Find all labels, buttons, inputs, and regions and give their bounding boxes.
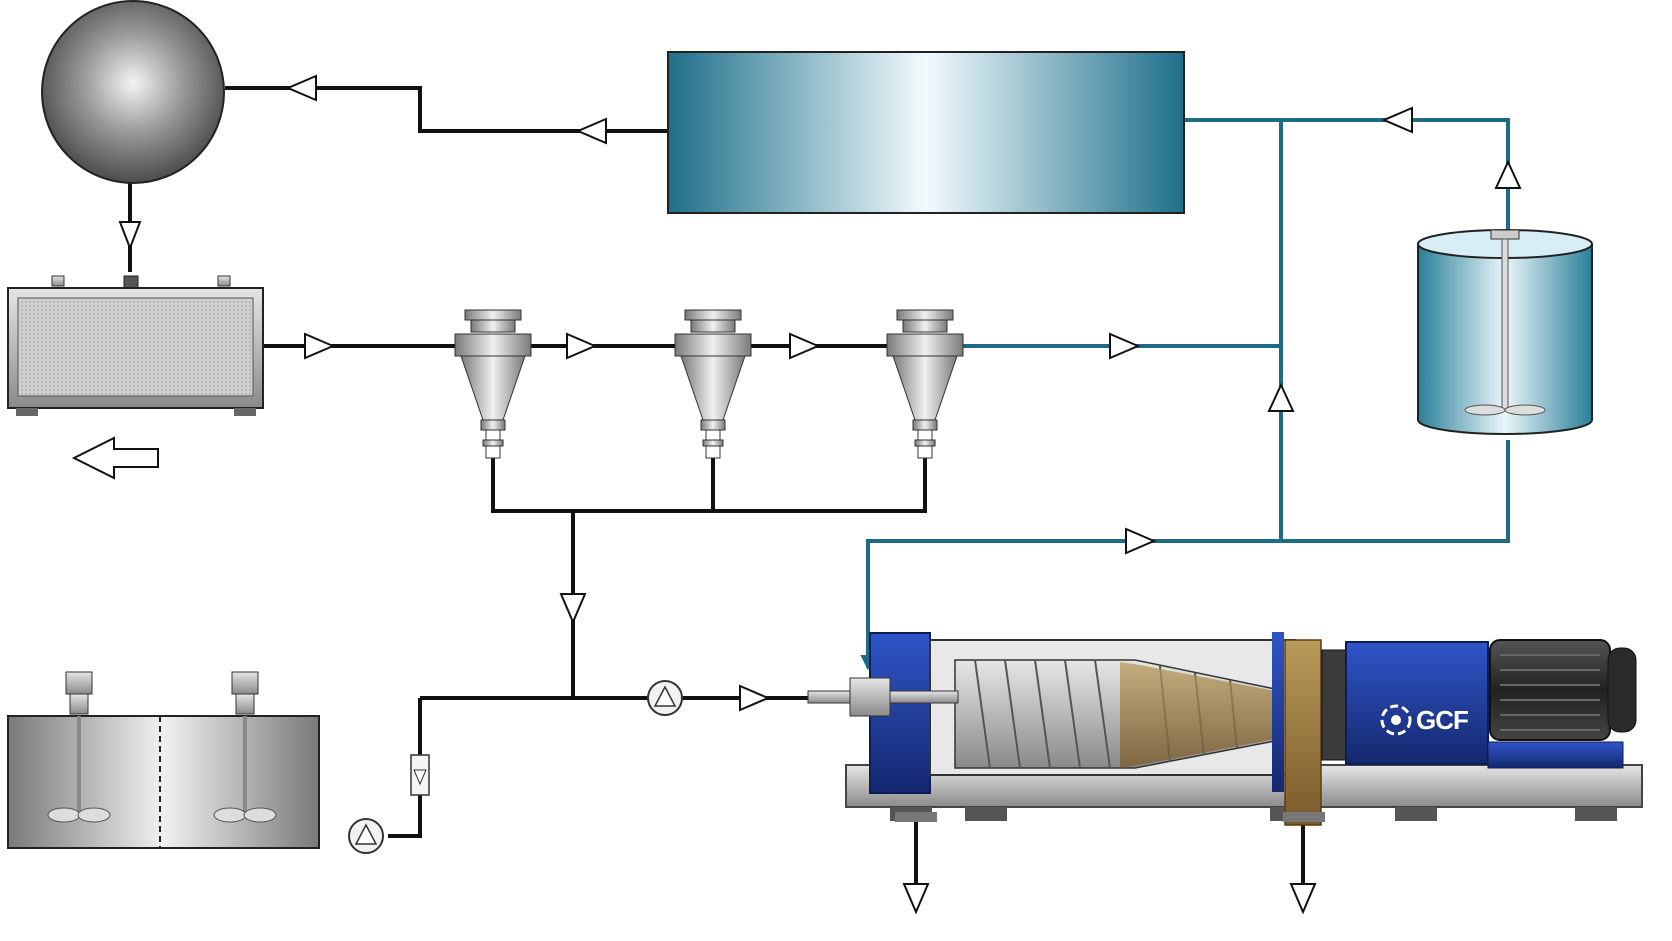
arrow-left-icon [1381,106,1413,134]
discharge-arrow-icon [71,436,159,480]
hydrocyclone-2 [674,309,752,459]
arrow-right-icon [1125,527,1157,555]
feed-pump [647,680,683,716]
arrow-right-icon [739,684,771,712]
arrow-down-icon [902,883,930,915]
vibrating-screen [7,275,264,416]
arrow-down-icon [118,221,142,251]
arrow-right-icon [1109,332,1141,360]
arrow-up-icon [1494,159,1522,189]
mixing-tank [1417,229,1593,435]
transfer-pump [348,818,384,854]
decanter-centrifuge: GCF [807,632,1643,826]
arrow-down-icon [1289,883,1317,915]
water-tank [667,51,1185,214]
flow-arrows [71,74,1522,915]
arrow-right-icon [789,332,821,360]
hydrocyclone-1 [454,309,532,459]
arrow-left-icon [285,74,317,102]
hydrocyclone-3 [886,309,964,459]
arrow-right-icon [566,332,598,360]
arrow-down-icon [559,593,587,625]
arrow-right-icon [304,332,336,360]
pipes [128,86,1510,885]
arrow-left-icon [575,117,607,145]
spherical-vessel [41,0,225,184]
brand-logo: GCF [1380,704,1469,736]
arrow-up-icon [1267,382,1295,412]
double-agitated-tank [7,671,320,849]
brand-text: GCF [1416,705,1468,735]
flow-meter [410,754,430,796]
